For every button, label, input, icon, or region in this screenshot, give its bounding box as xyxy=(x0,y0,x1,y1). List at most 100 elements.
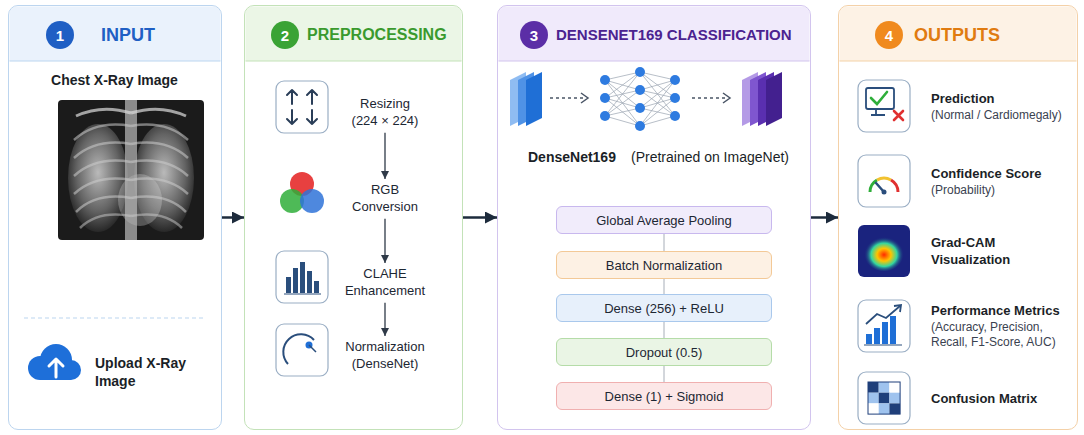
step-number: 3 xyxy=(530,28,538,43)
panel-header-band xyxy=(499,7,810,62)
resize-icon xyxy=(276,81,328,133)
metrics-chart-icon xyxy=(890,316,896,344)
histogram-icon xyxy=(286,277,291,293)
metrics-chart-icon xyxy=(864,344,902,345)
network-icon xyxy=(635,103,645,113)
panel-header-band xyxy=(10,7,221,62)
connector-line xyxy=(664,366,665,382)
connector-line xyxy=(664,234,665,251)
gauge-icon xyxy=(858,155,910,207)
network-icon xyxy=(635,121,645,131)
confusion-matrix-icon xyxy=(858,372,910,424)
confusion-matrix-icon xyxy=(889,393,900,404)
feature-map-icon xyxy=(766,72,782,126)
step-number: 1 xyxy=(56,28,64,43)
step-number-badge: 1 xyxy=(46,21,74,49)
xray-image xyxy=(76,197,131,212)
histogram-icon xyxy=(307,271,312,293)
histogram-icon xyxy=(300,262,305,293)
histogram-icon xyxy=(284,293,321,294)
prediction-icon xyxy=(894,111,903,120)
layer-label: Dropout (0.5) xyxy=(626,345,703,360)
stage-panel: INPUTChest X-Ray ImageUpload X-Ray Image… xyxy=(8,5,222,430)
confusion-matrix-icon xyxy=(879,382,890,393)
stage-panel: DENSENET169 CLASSIFICATION DenseNet169 (Pr… xyxy=(497,5,811,430)
connector-arrow xyxy=(384,303,385,336)
gauge-icon xyxy=(858,155,910,207)
preprocessing-step: Normalization (DenseNet) xyxy=(339,336,431,376)
metrics-chart-icon xyxy=(882,322,888,344)
layer-box: Dense (256) + ReLU xyxy=(556,294,772,322)
resize-icon xyxy=(276,81,328,133)
gauge-icon xyxy=(882,190,887,195)
heatmap-icon xyxy=(864,235,904,271)
flow-arrow xyxy=(581,93,588,103)
layer-label: Dense (1) + Sigmoid xyxy=(605,389,724,404)
normalization-icon xyxy=(283,334,314,364)
output-item: Prediction(Normal / Cardiomegaly) xyxy=(931,89,1073,125)
network-icon xyxy=(600,111,610,121)
gauge-icon xyxy=(891,180,898,192)
feature-map-icon xyxy=(742,72,782,126)
xray-image xyxy=(131,215,182,229)
preprocessing-step: Resizing (224 × 224) xyxy=(348,93,423,133)
panel-text: (Pretrained on ImageNet) xyxy=(631,149,789,165)
xray-image xyxy=(131,125,188,140)
confusion-matrix-icon xyxy=(868,382,900,414)
flow-arrow xyxy=(550,97,586,99)
output-item: Grad-CAM Visualization xyxy=(931,233,1073,271)
preprocessing-step: CLAHE Enhancement xyxy=(339,263,431,303)
prediction-icon xyxy=(866,88,894,109)
output-title: Performance Metrics xyxy=(931,303,1073,320)
panel-title: INPUT xyxy=(101,24,155,47)
xray-image xyxy=(58,100,204,240)
rgb-icon xyxy=(280,172,324,213)
layer-box: Batch Normalization xyxy=(556,251,772,279)
upload-icon xyxy=(28,344,81,380)
xray-image xyxy=(118,174,162,226)
panel-header-band xyxy=(246,7,462,62)
output-detail: (Accuracy, Precision, Recall, F1-Score, … xyxy=(931,320,1073,351)
layer-label: Global Average Pooling xyxy=(596,213,732,228)
panel-header-band xyxy=(499,60,810,61)
panel-header-band xyxy=(840,60,1077,61)
xray-image xyxy=(125,100,137,240)
network-icon xyxy=(605,72,675,126)
panel-text: DenseNet169 xyxy=(528,149,616,165)
xray-image xyxy=(74,179,131,194)
output-detail: (Normal / Cardiomegaly) xyxy=(931,108,1073,124)
step-label: Resizing (224 × 224) xyxy=(348,96,423,130)
panel-title: DENSENET169 CLASSIFICATION xyxy=(556,26,792,45)
confusion-matrix-icon xyxy=(889,382,900,393)
step-number: 4 xyxy=(885,28,893,43)
xray-image xyxy=(131,143,188,158)
connector-arrow xyxy=(384,219,385,263)
metrics-chart-icon xyxy=(858,300,910,352)
stage-panel: OUTPUTS4Prediction(Normal / Cardiomegaly… xyxy=(838,5,1078,430)
metrics-chart-icon xyxy=(874,328,880,344)
network-icon xyxy=(605,72,640,126)
prediction-icon xyxy=(871,92,887,104)
xray-image xyxy=(80,215,131,229)
xray-image xyxy=(131,197,186,212)
histogram-icon xyxy=(276,251,328,303)
panel-header-band xyxy=(10,60,221,61)
confusion-matrix-icon xyxy=(868,382,879,393)
network-icon xyxy=(635,67,645,77)
confusion-matrix-icon xyxy=(858,372,910,424)
confusion-matrix-icon xyxy=(868,403,879,414)
connector-arrow xyxy=(463,216,497,219)
upload-icon xyxy=(49,359,63,377)
stage-panel: PREPROCESSING2Resizing (224 × 224)RGB Co… xyxy=(244,5,463,430)
network-icon xyxy=(600,67,680,131)
output-item: Confusion Matrix xyxy=(931,389,1073,410)
xray-image xyxy=(131,161,188,176)
confusion-matrix-icon xyxy=(879,393,890,404)
resize-icon xyxy=(287,90,317,124)
connector-arrow xyxy=(811,216,838,219)
histogram-icon xyxy=(314,281,319,293)
metrics-chart-icon xyxy=(858,300,910,352)
prediction-icon xyxy=(858,80,910,132)
layer-label: Dense (256) + ReLU xyxy=(604,301,724,316)
connector-arrow xyxy=(384,133,385,179)
